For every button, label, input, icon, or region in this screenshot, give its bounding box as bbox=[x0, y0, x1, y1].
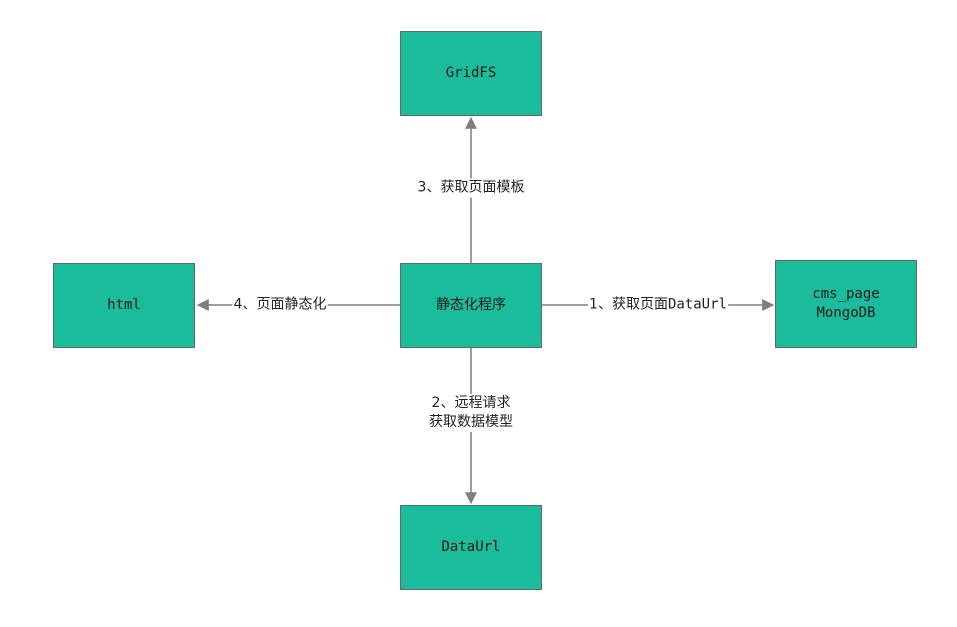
edge-label-html: 4、页面静态化 bbox=[232, 295, 328, 315]
edge-label-cms-page: 1、获取页面DataUrl bbox=[588, 295, 728, 315]
edge-label-cms-page-text: 1、获取页面DataUrl bbox=[589, 297, 727, 313]
node-cms-page-line1: cms_page bbox=[812, 286, 880, 302]
node-dataurl-label: DataUrl bbox=[441, 539, 501, 555]
edge-label-gridfs-text: 3、获取页面模板 bbox=[417, 179, 525, 196]
edge-label-dataurl-line2: 获取数据模型 bbox=[429, 414, 513, 430]
node-cms-page-line2: MongoDB bbox=[816, 305, 876, 321]
edge-label-cms-page-cn: 1、获取页面 bbox=[589, 296, 668, 313]
edge-label-html-text: 4、页面静态化 bbox=[233, 296, 327, 313]
node-static-program-label: 静态化程序 bbox=[436, 297, 506, 313]
edge-label-cms-page-en: DataUrl bbox=[667, 296, 727, 313]
edge-label-gridfs: 3、获取页面模板 bbox=[416, 178, 526, 198]
edge-label-dataurl-line1: 2、远程请求 bbox=[431, 395, 511, 411]
edge-label-dataurl: 2、远程请求 获取数据模型 bbox=[428, 394, 514, 432]
node-html: html bbox=[53, 263, 195, 348]
node-html-label: html bbox=[107, 297, 141, 313]
node-gridfs-label: GridFS bbox=[445, 65, 497, 81]
node-dataurl: DataUrl bbox=[400, 505, 542, 590]
node-static-program: 静态化程序 bbox=[400, 263, 542, 348]
node-cms-page: cms_page MongoDB bbox=[775, 260, 917, 348]
node-gridfs: GridFS bbox=[400, 31, 542, 116]
